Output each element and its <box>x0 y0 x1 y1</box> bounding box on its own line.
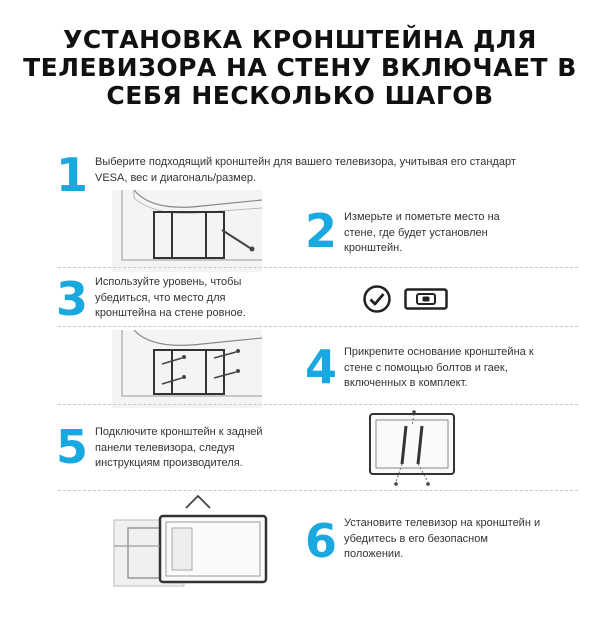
divider <box>58 326 578 327</box>
tv-back-bracket-illustration <box>369 410 455 486</box>
page-title: УСТАНОВКА КРОНШТЕЙНА ДЛЯ ТЕЛЕВИЗОРА НА С… <box>20 26 580 110</box>
bracket-wall-illustration-2 <box>112 330 262 408</box>
step-1-text: Выберите подходящий кронштейн для вашего… <box>95 156 516 184</box>
divider <box>58 490 578 491</box>
step-4-text: Прикрепите основание кронштейна к стене … <box>344 346 534 389</box>
title-line-3: СЕБЯ НЕСКОЛЬКО ШАГОВ <box>106 81 494 110</box>
step-2-text: Измерьте и пометьте место на стене, где … <box>344 211 500 254</box>
bracket-wall-illustration-1 <box>112 190 262 272</box>
step-4-number: 4 <box>305 340 338 394</box>
spirit-level-icon <box>404 288 448 310</box>
step-5-text: Подключите кронштейн к задней панели тел… <box>95 426 263 469</box>
divider <box>58 267 578 268</box>
step-6-number: 6 <box>305 514 338 568</box>
step-5-number: 5 <box>56 420 89 474</box>
step-3-text: Используйте уровень, чтобы убедиться, чт… <box>95 276 246 319</box>
step-2-number: 2 <box>305 204 338 258</box>
title-line-2: ТЕЛЕВИЗОРА НА СТЕНУ ВКЛЮЧАЕТ В <box>23 53 577 82</box>
title-line-1: УСТАНОВКА КРОНШТЕЙНА ДЛЯ <box>63 25 537 54</box>
step-1-number: 1 <box>56 148 89 202</box>
step-3-number: 3 <box>56 272 89 326</box>
divider <box>58 404 578 405</box>
step-6-text: Установите телевизор на кронштейн и убед… <box>344 517 541 560</box>
checkmark-circle-icon <box>363 285 391 313</box>
tv-mounting-illustration <box>113 494 268 587</box>
